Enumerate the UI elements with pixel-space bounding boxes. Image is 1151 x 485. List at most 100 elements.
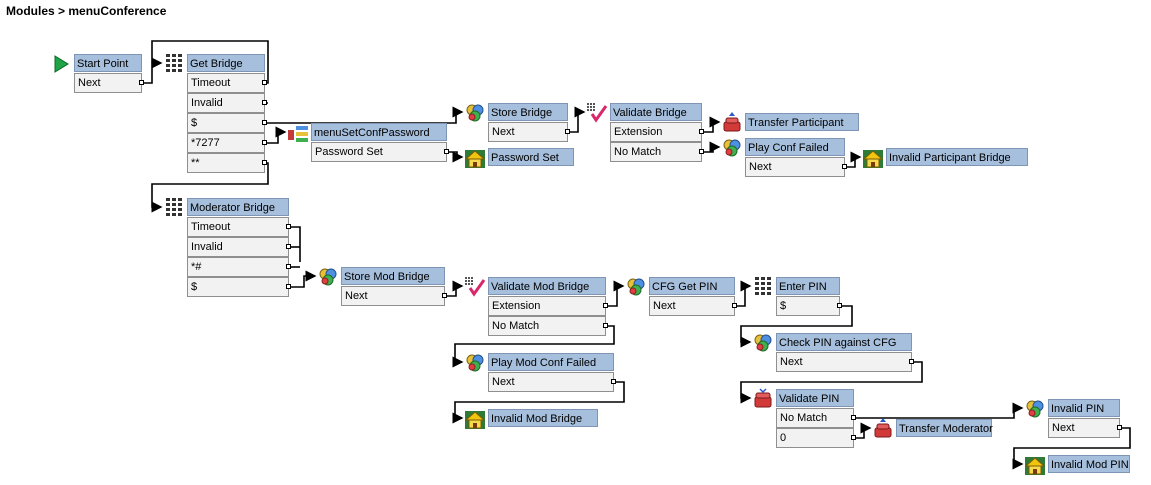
exit-port[interactable] bbox=[837, 303, 842, 308]
exit-port[interactable] bbox=[262, 120, 267, 125]
node-exit[interactable]: No Match bbox=[610, 142, 702, 162]
node-pwset[interactable]: Password Set bbox=[464, 147, 574, 168]
node-exit[interactable]: Next bbox=[1048, 418, 1120, 438]
exit-port[interactable] bbox=[286, 264, 291, 269]
node-exit[interactable]: Next bbox=[74, 73, 142, 93]
node-exit[interactable]: Password Set bbox=[311, 142, 447, 162]
node-exit[interactable]: 0 bbox=[776, 428, 854, 448]
connector-line bbox=[452, 325, 615, 368]
exit-port[interactable] bbox=[286, 284, 291, 289]
node-title: Transfer Moderator bbox=[896, 419, 993, 437]
node-exit[interactable]: $ bbox=[187, 113, 265, 133]
exit-port[interactable] bbox=[565, 129, 570, 134]
keypad-icon bbox=[163, 197, 185, 219]
node-exit[interactable]: Next bbox=[488, 372, 614, 392]
node-title: Get Bridge bbox=[187, 54, 265, 72]
connector-line bbox=[267, 126, 287, 144]
exit-port[interactable] bbox=[842, 164, 847, 169]
keypad-icon bbox=[752, 276, 774, 298]
node-title: Invalid Participant Bridge bbox=[886, 148, 1028, 166]
node-invalidpart[interactable]: Invalid Participant Bridge bbox=[862, 147, 1028, 168]
variable-icon bbox=[464, 102, 486, 124]
node-title: CFG Get PIN bbox=[649, 277, 735, 295]
exit-port[interactable] bbox=[286, 224, 291, 229]
exit-port[interactable] bbox=[851, 435, 856, 440]
exit-port[interactable] bbox=[611, 379, 616, 384]
node-exit[interactable]: Extension bbox=[488, 296, 606, 316]
connector-line bbox=[452, 381, 625, 424]
node-exit[interactable]: Next bbox=[649, 296, 735, 316]
node-exit[interactable]: Next bbox=[341, 286, 445, 306]
node-exit[interactable]: ** bbox=[187, 153, 265, 173]
connector-line bbox=[291, 270, 317, 288]
exit-port[interactable] bbox=[851, 415, 856, 420]
submenu-icon bbox=[287, 122, 309, 144]
exit-port[interactable] bbox=[1117, 425, 1122, 430]
node-title: Validate Mod Bridge bbox=[488, 277, 606, 295]
node-exit[interactable]: Extension bbox=[610, 122, 702, 142]
exit-port[interactable] bbox=[442, 293, 447, 298]
node-exit[interactable]: Timeout bbox=[187, 73, 265, 93]
node-transfermod[interactable]: Transfer Moderator bbox=[872, 418, 993, 438]
node-title: Play Mod Conf Failed bbox=[488, 353, 614, 371]
exit-port[interactable] bbox=[262, 100, 267, 105]
node-exit[interactable]: Next bbox=[488, 122, 568, 142]
connector-line bbox=[449, 151, 464, 163]
exit-port[interactable] bbox=[444, 149, 449, 154]
exit-port[interactable] bbox=[603, 323, 608, 328]
node-title: Store Bridge bbox=[488, 103, 568, 121]
node-exit[interactable]: *# bbox=[187, 257, 289, 277]
node-exit[interactable]: Next bbox=[745, 157, 845, 177]
node-enterpin[interactable]: Enter PIN$ bbox=[752, 276, 842, 316]
node-title: Password Set bbox=[488, 148, 574, 166]
node-exit[interactable]: No Match bbox=[488, 316, 606, 336]
exit-port[interactable] bbox=[909, 359, 914, 364]
node-exit[interactable]: Invalid bbox=[187, 237, 289, 257]
validate-icon bbox=[464, 276, 486, 298]
node-title: Check PIN against CFG bbox=[776, 333, 912, 351]
home-icon bbox=[1024, 454, 1046, 476]
exit-port[interactable] bbox=[286, 244, 291, 249]
variable-icon bbox=[1024, 398, 1046, 420]
exit-port[interactable] bbox=[139, 80, 144, 85]
exit-port[interactable] bbox=[262, 140, 267, 145]
connector-line bbox=[740, 305, 853, 348]
node-exit[interactable]: *7277 bbox=[187, 133, 265, 153]
connector-line bbox=[151, 162, 269, 213]
exit-port[interactable] bbox=[603, 303, 608, 308]
node-invalidmodpin[interactable]: Invalid Mod PIN bbox=[1024, 454, 1130, 476]
node-exit[interactable]: No Match bbox=[776, 408, 854, 428]
connector-line bbox=[144, 57, 163, 84]
exit-port[interactable] bbox=[732, 303, 737, 308]
exit-port[interactable] bbox=[699, 129, 704, 134]
connector-line bbox=[447, 280, 464, 297]
variable-icon bbox=[721, 137, 743, 159]
node-invalidmod[interactable]: Invalid Mod Bridge bbox=[464, 408, 598, 429]
node-exit[interactable]: $ bbox=[776, 296, 840, 316]
exit-port[interactable] bbox=[262, 80, 267, 85]
node-exit[interactable]: Timeout bbox=[187, 217, 289, 237]
exit-port[interactable] bbox=[262, 160, 267, 165]
exit-port[interactable] bbox=[699, 149, 704, 154]
play-icon bbox=[50, 53, 72, 75]
node-title: Invalid Mod Bridge bbox=[488, 409, 598, 427]
node-transferpart[interactable]: Transfer Participant bbox=[721, 112, 859, 132]
node-exit[interactable]: $ bbox=[187, 277, 289, 297]
node-exit[interactable]: Next bbox=[776, 352, 912, 372]
variable-icon bbox=[625, 276, 647, 298]
node-exit[interactable]: Invalid bbox=[187, 93, 265, 113]
